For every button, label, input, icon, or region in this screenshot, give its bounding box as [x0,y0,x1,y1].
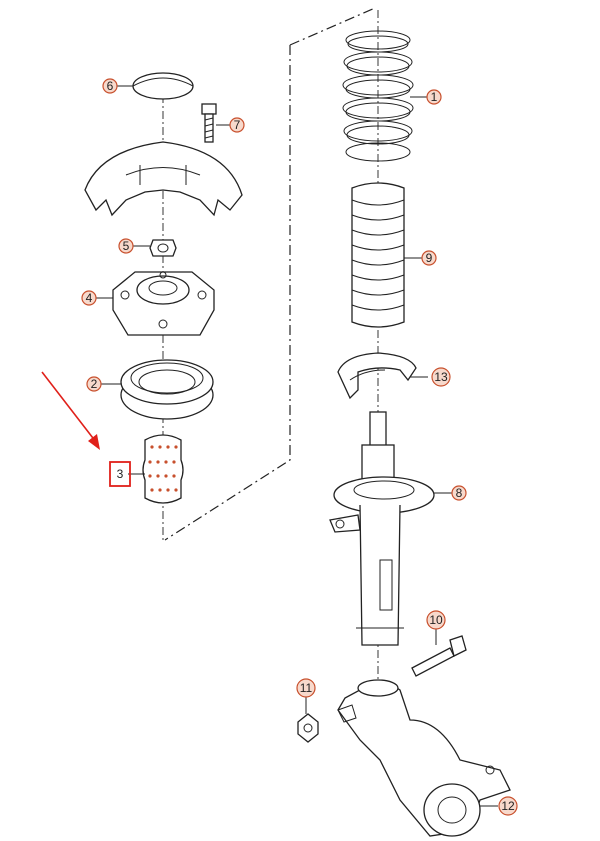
red-pointer-arrow [41,371,100,450]
callout-8: 8 [451,485,467,501]
callout-5-label: 5 [123,239,130,253]
part-bearing [120,359,214,420]
part-shock-absorber [329,411,435,646]
part-spring-seat [337,352,417,400]
callout-10: 10 [426,610,446,630]
callout-1-label: 1 [431,90,438,104]
callout-2: 2 [86,376,102,392]
callout-12: 12 [498,796,518,816]
callout-6-label: 6 [107,79,114,93]
callout-13: 13 [431,367,451,387]
callout-1: 1 [426,89,442,105]
callout-11-label: 11 [300,681,313,695]
callout-10-label: 10 [429,613,443,627]
callout-9: 9 [421,250,437,266]
callout-9-label: 9 [426,251,433,265]
part-long-bolt [411,635,467,677]
part-dust-shield [84,141,243,217]
assembly-boundary-dashed [164,7,376,541]
part-coil-spring [342,30,414,162]
part-dust-cap [132,72,194,100]
callout-7: 7 [229,117,245,133]
callout-7-label: 7 [234,118,241,132]
callout-3-highlight-box [109,461,131,487]
part-nut-small [149,239,177,257]
callout-2-label: 2 [91,377,98,391]
callout-3-label: 3 [117,467,124,481]
callout-13-label: 13 [434,370,448,384]
part-strut-mount [112,271,215,336]
part-bolt-small [201,103,217,143]
callout-4: 4 [81,290,97,306]
callout-8-label: 8 [456,486,463,500]
part-bump-stop [142,434,184,504]
callout-6: 6 [102,78,118,94]
callout-4-label: 4 [86,291,93,305]
callout-5: 5 [118,238,134,254]
part-dust-boot [351,182,405,328]
part-nut-lower [297,713,319,743]
callout-11: 11 [296,678,316,698]
part-steering-knuckle [337,679,511,837]
callout-3: 3 [109,461,131,487]
callout-12-label: 12 [501,799,515,813]
